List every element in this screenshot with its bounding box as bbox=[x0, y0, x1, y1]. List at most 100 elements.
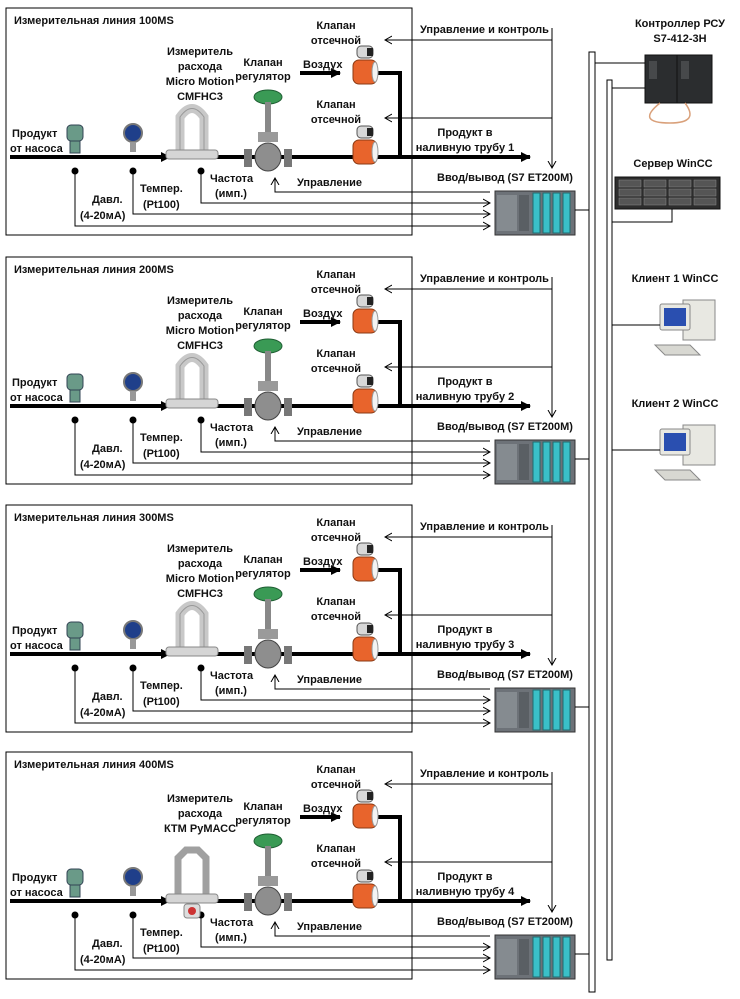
flow-meter-label: расхода bbox=[178, 808, 223, 820]
product-in-label: от насоса bbox=[10, 143, 64, 155]
gauge-face-icon bbox=[123, 867, 143, 887]
meter-tube-icon bbox=[175, 104, 209, 152]
outlet-label: Продукт в bbox=[437, 127, 492, 139]
io-card-icon bbox=[542, 192, 551, 234]
io-card-icon bbox=[542, 441, 551, 483]
monitor-screen-icon bbox=[664, 308, 686, 326]
shutoff-valve-label: отсечной bbox=[311, 779, 361, 791]
frequency-label: Частота bbox=[210, 422, 254, 434]
tap-point-icon bbox=[197, 416, 205, 424]
io-label: Ввод/вывод (S7 ET200M) bbox=[437, 172, 573, 184]
pressure-label: Давл. bbox=[92, 194, 123, 206]
transmitter-head-icon bbox=[66, 621, 84, 639]
measuring-line-frame bbox=[5, 256, 413, 485]
io-card-icon bbox=[552, 689, 561, 731]
shutoff-valve-air-icon bbox=[352, 542, 379, 582]
valve-flange-icon bbox=[371, 558, 379, 580]
flow-meter-label: CMFHC3 bbox=[177, 340, 223, 352]
meter-body-icon bbox=[165, 646, 219, 657]
air-to-pipe-line bbox=[378, 320, 402, 406]
flange-right-icon bbox=[284, 149, 292, 167]
shutoff-valve-product-icon bbox=[352, 125, 379, 165]
valve-stem-icon bbox=[265, 599, 271, 629]
tap-point-icon bbox=[71, 416, 79, 424]
flow-meter-label: расхода bbox=[178, 558, 223, 570]
frequency-label: Частота bbox=[210, 917, 254, 929]
meter-tube-outline-icon bbox=[179, 357, 205, 401]
io-card-icon bbox=[542, 689, 551, 731]
valve-flange-icon bbox=[371, 390, 379, 412]
air-to-pipe-line bbox=[378, 568, 402, 654]
meter-body-icon bbox=[165, 149, 219, 160]
valve-body-icon bbox=[254, 142, 282, 172]
gauge-stem-icon bbox=[130, 639, 136, 649]
pressure-label: (4-20мА) bbox=[80, 707, 126, 719]
shutoff-valve-label: отсечной bbox=[311, 858, 361, 870]
io-psu-icon bbox=[497, 692, 517, 728]
io-psu-icon bbox=[497, 195, 517, 231]
shutoff-valve-product-icon bbox=[352, 622, 379, 662]
shutoff-valve-air-icon bbox=[352, 45, 379, 85]
io-card-icon bbox=[562, 936, 571, 978]
transmitter-head-icon bbox=[66, 124, 84, 142]
temperature-label: Темпер. bbox=[140, 183, 183, 195]
shutoff-valve-label: Клапан bbox=[316, 596, 355, 608]
drive-bay-icon bbox=[693, 197, 717, 206]
io-card-icon bbox=[562, 689, 571, 731]
tap-point-icon bbox=[129, 416, 137, 424]
pressure-signal-line bbox=[74, 915, 490, 970]
actuator-cap-icon bbox=[367, 625, 373, 633]
actuator-cap-icon bbox=[367, 545, 373, 553]
pressure-label: Давл. bbox=[92, 938, 123, 950]
transmitter-body-icon bbox=[69, 884, 81, 898]
flow-meter-label: расхода bbox=[178, 61, 223, 73]
air-label: Воздух bbox=[303, 556, 343, 568]
keyboard-icon bbox=[653, 344, 702, 356]
server-icon bbox=[614, 176, 721, 210]
temperature-sensor-icon bbox=[123, 867, 143, 896]
controller-icon bbox=[644, 54, 713, 124]
valve-flange-icon bbox=[371, 310, 379, 332]
meter-tube-outline-icon bbox=[179, 108, 205, 152]
io-im-icon bbox=[519, 195, 529, 231]
control-valve-icon bbox=[244, 586, 292, 669]
controller-label: S7-412-3H bbox=[653, 33, 706, 45]
product-in-label: от насоса bbox=[10, 887, 64, 899]
meter-tube-icon bbox=[175, 601, 209, 649]
temperature-label: Темпер. bbox=[140, 680, 183, 692]
product-in-label: Продукт bbox=[12, 625, 58, 637]
shutoff-valve-product-icon bbox=[352, 869, 379, 909]
io-card-icon bbox=[552, 192, 561, 234]
air-label: Воздух bbox=[303, 308, 343, 320]
pressure-transmitter-icon bbox=[66, 373, 84, 403]
control-valve-icon bbox=[244, 89, 292, 172]
drive-bay-icon bbox=[693, 179, 717, 188]
flow-meter-icon bbox=[165, 353, 219, 409]
air-label: Воздух bbox=[303, 59, 343, 71]
shutoff-valve-label: Клапан bbox=[316, 20, 355, 32]
temperature-label: Темпер. bbox=[140, 927, 183, 939]
temperature-label: (Pt100) bbox=[143, 448, 180, 460]
gauge-face-icon bbox=[123, 372, 143, 392]
flow-meter-label: Измеритель bbox=[167, 793, 233, 805]
shutoff-valve-label: отсечной bbox=[311, 284, 361, 296]
tap-point-icon bbox=[197, 664, 205, 672]
temperature-signal-line bbox=[132, 915, 490, 958]
pressure-label: Давл. bbox=[92, 691, 123, 703]
pressure-label: (4-20мА) bbox=[80, 954, 126, 966]
drive-bay-icon bbox=[618, 197, 642, 206]
io-card-icon bbox=[562, 441, 571, 483]
io-card-icon bbox=[562, 192, 571, 234]
valve-flange-icon bbox=[371, 61, 379, 83]
valve-stem-icon bbox=[265, 351, 271, 381]
yoke-icon bbox=[258, 629, 278, 639]
meter-indicator-icon bbox=[188, 907, 196, 915]
flow-meter-label: КТМ РуМАСС bbox=[164, 823, 236, 835]
cpu-module-icon bbox=[649, 61, 657, 79]
tap-point-icon bbox=[129, 664, 137, 672]
tap-point-icon bbox=[71, 911, 79, 919]
control-valve-label: регулятор bbox=[235, 815, 291, 827]
